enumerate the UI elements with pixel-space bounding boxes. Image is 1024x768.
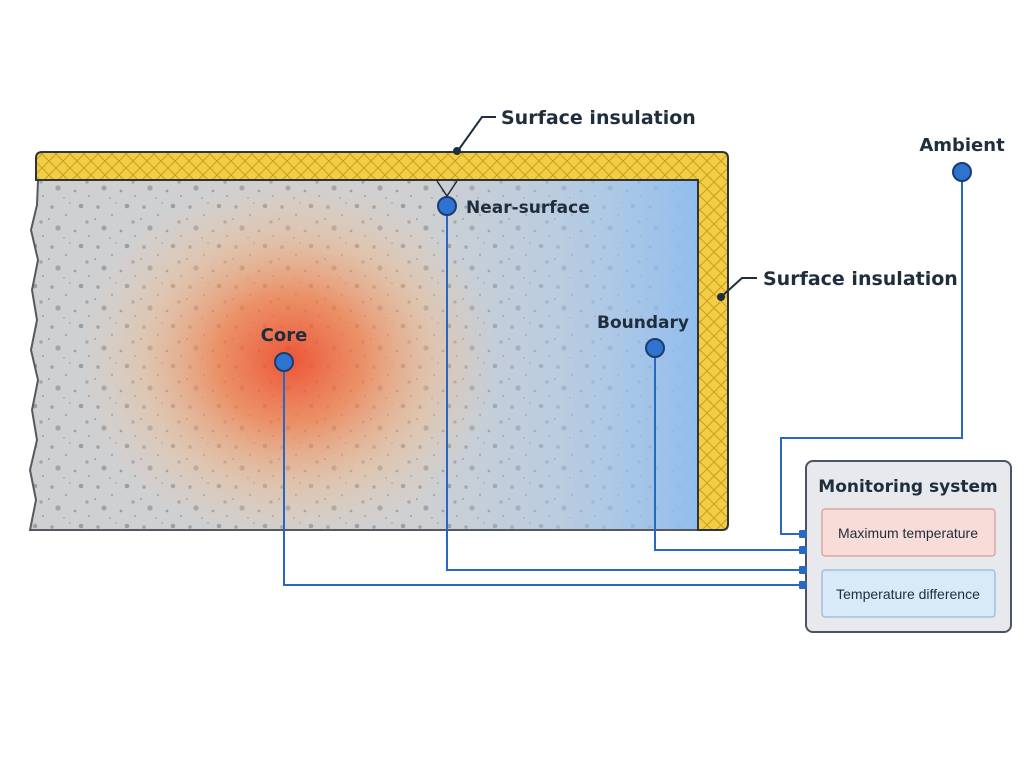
max-temperature-label: Maximum temperature [838, 525, 978, 541]
label-surface-insulation-top: Surface insulation [501, 107, 696, 129]
input-ports [799, 530, 807, 589]
monitoring-system-title: Monitoring system [818, 477, 997, 497]
monitoring-system-box: Monitoring system Maximum temperature Te… [799, 460, 1012, 633]
wire-near-surface [446, 206, 803, 571]
sensors [274, 162, 972, 372]
sensor-ambient [952, 162, 972, 182]
wire-core [283, 362, 803, 586]
sensor-boundary [645, 338, 665, 358]
temperature-difference-label: Temperature difference [836, 586, 980, 602]
concrete-block [28, 179, 699, 531]
label-surface-insulation-side: Surface insulation [763, 268, 958, 290]
temperature-difference-panel [821, 569, 996, 618]
leader-insulation-side [720, 277, 757, 298]
wire-ambient [780, 172, 963, 535]
leader-insulation-top [456, 116, 496, 153]
label-near-surface: Near-surface [466, 198, 590, 218]
sensor-near-surface [437, 196, 457, 216]
sensor-wiring [283, 172, 963, 586]
wire-boundary [654, 348, 803, 551]
surface-insulation-layer [35, 151, 729, 531]
label-core: Core [261, 325, 308, 346]
label-boundary: Boundary [597, 313, 689, 333]
label-ambient: Ambient [919, 135, 1005, 156]
sensor-core [274, 352, 294, 372]
max-temperature-panel [821, 508, 996, 557]
